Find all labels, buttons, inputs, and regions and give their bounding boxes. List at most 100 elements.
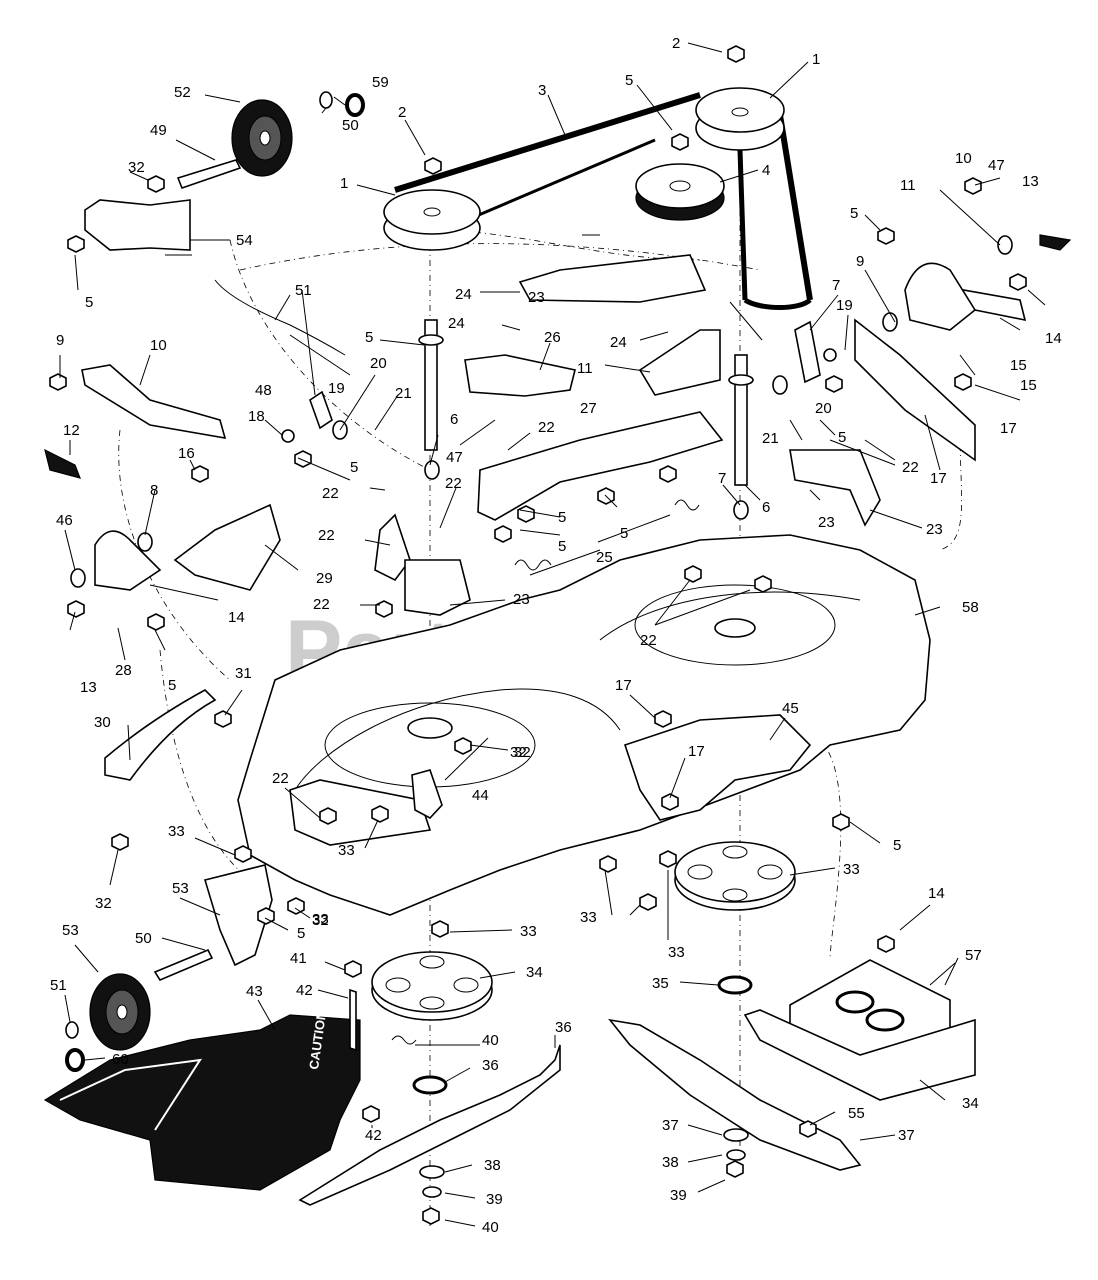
deck-spindle-collar-left [407, 717, 453, 739]
leader-lines [59, 42, 1046, 1227]
baffle-45 [411, 769, 443, 819]
callout-label: 27 [580, 400, 597, 417]
callout-label: 6 [762, 499, 770, 516]
callout-label: 14 [1045, 330, 1062, 347]
arm-8 [794, 320, 821, 384]
callout-label: 17 [615, 677, 632, 694]
callout-label: 7 [832, 277, 840, 294]
wheel-bracket-55 [84, 199, 191, 251]
baffle-23-center [404, 559, 471, 616]
spindle-right [728, 354, 754, 486]
callout-label: 10 [150, 337, 167, 354]
mount-bracket-30 [173, 503, 281, 591]
callout-label: 17 [688, 743, 705, 760]
callout-label: 38 [662, 1154, 679, 1171]
callout-label: 42 [365, 1127, 382, 1144]
callout-label: 55 [848, 1105, 865, 1122]
callout-label: 20 [815, 400, 832, 417]
idler-bracket-27 [464, 354, 576, 397]
callout-label: 22 [322, 485, 339, 502]
pulley-left [383, 189, 481, 251]
baffle-23-right [789, 449, 881, 527]
callout-label: 48 [255, 382, 272, 399]
callout-label: 9 [56, 332, 64, 349]
callout-label: 32 [95, 895, 112, 912]
callout-label: 5 [850, 205, 858, 222]
pivot-rod-43 [349, 988, 357, 1052]
callout-label: 50 [342, 117, 359, 134]
baffle-22-lower-left [289, 779, 432, 846]
bushing-60-bottom [65, 1048, 85, 1072]
callout-label: 12 [63, 422, 80, 439]
callout-label: 58 [962, 599, 979, 616]
cam-plate-15-left [94, 530, 162, 591]
callout-label: 8 [150, 482, 158, 499]
bushing-60-top [345, 93, 365, 117]
callout-label: 47 [446, 449, 463, 466]
callout-label: 49 [150, 122, 167, 139]
callout-label: 32 [312, 912, 329, 929]
callout-label: 18 [248, 408, 265, 425]
callout-label: 22 [902, 459, 919, 476]
callout-label: 6 [450, 411, 458, 428]
callout-label: 35 [652, 975, 669, 992]
callout-label: 15 [1020, 377, 1037, 394]
callout-label: 5 [558, 538, 566, 555]
callout-label: 33 [580, 909, 597, 926]
callout-label: 33 [520, 923, 537, 940]
callout-label: 10 [955, 150, 972, 167]
callout-label: 3 [538, 82, 546, 99]
callout-label: 41 [290, 950, 307, 967]
callout-label: 5 [350, 459, 358, 476]
spindle-left [418, 319, 444, 451]
callout-label: 23 [528, 289, 545, 306]
callout-label: 5 [558, 509, 566, 526]
spring-26 [514, 499, 700, 571]
callout-label: 43 [246, 983, 263, 1000]
callout-label: 53 [172, 880, 189, 897]
callout-label: 19 [836, 297, 853, 314]
callout-label: 33 [312, 911, 329, 928]
callout-label: 5 [85, 294, 93, 311]
baffle-31 [104, 689, 217, 781]
idler-bracket-25 [518, 254, 707, 303]
callout-label: 51 [50, 977, 67, 994]
lift-link-11-left [81, 364, 227, 440]
callout-label: 23 [818, 514, 835, 531]
callout-label: 22 [313, 596, 330, 613]
callout-label: 44 [472, 787, 489, 804]
callout-label: 5 [365, 329, 373, 346]
blade-storage-bracket-35 [743, 1009, 976, 1101]
chute-edge-highlight [59, 1058, 203, 1131]
callout-label: 37 [898, 1127, 915, 1144]
callout-label: 2 [672, 35, 680, 52]
arm-49 [309, 390, 333, 430]
callout-label: 17 [930, 470, 947, 487]
front-wheel-53-bottom [89, 973, 151, 1051]
callout-label: 19 [328, 380, 345, 397]
callout-label: 28 [115, 662, 132, 679]
callout-label: 59 [372, 74, 389, 91]
front-wheel-53-top [231, 99, 293, 177]
wheel-bracket-54 [203, 864, 273, 967]
callout-label: 40 [482, 1219, 499, 1236]
callout-label: 37 [662, 1117, 679, 1134]
callout-label: 11 [577, 360, 593, 377]
callout-label: 14 [928, 885, 945, 902]
callout-label: 21 [762, 430, 779, 447]
callout-label: 22 [445, 475, 462, 492]
baffle-23-center-left [374, 513, 411, 582]
callout-label: 5 [893, 837, 901, 854]
callout-label: 40 [482, 1032, 499, 1049]
callout-label: 38 [484, 1157, 501, 1174]
callout-label: 22 [640, 632, 657, 649]
bearing-36-right [717, 975, 753, 995]
deck-inner-contour [294, 591, 861, 791]
callout-label: 33 [843, 861, 860, 878]
washer-51-bottom [65, 1021, 79, 1039]
callout-label: 34 [526, 964, 543, 981]
callout-label: 4 [762, 162, 770, 179]
callout-label: 50 [135, 930, 152, 947]
callout-label: 36 [482, 1057, 499, 1074]
callout-label: 22 [318, 527, 335, 544]
